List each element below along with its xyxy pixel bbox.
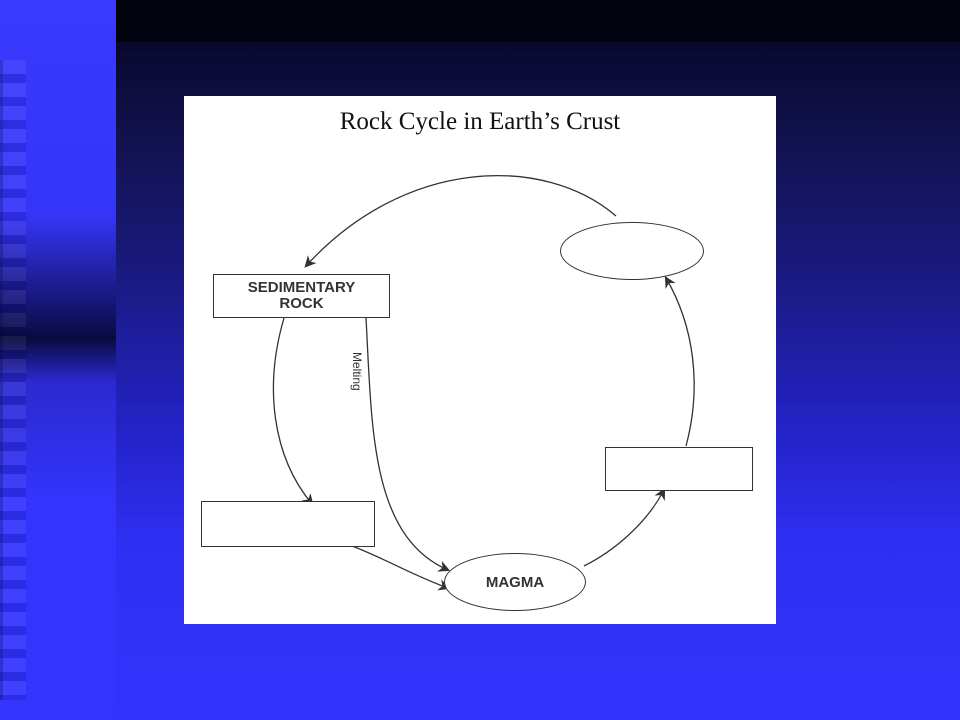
melting-label: Melting	[350, 352, 364, 391]
top-dark-bar	[116, 0, 960, 42]
left-blank-box	[201, 501, 375, 547]
arrow-left-box-to-magma	[351, 545, 451, 591]
sedimentary-rock-line1: SEDIMENTARY	[247, 279, 356, 296]
diagram-panel: Rock Cycle in Earth’s Crust SEDIMENTARY …	[184, 96, 776, 624]
sedimentary-rock-box: SEDIMENTARY ROCK	[213, 274, 390, 318]
arrow-sedimentary-to-left-box	[272, 317, 314, 506]
rock-cycle-arrows	[272, 175, 695, 591]
side-decorative-strip	[0, 0, 116, 720]
magma-ellipse: MAGMA	[444, 553, 586, 611]
arrow-top-ellipse-to-sedimentary	[304, 175, 617, 268]
right-blank-box	[605, 447, 753, 491]
arrow-magma-to-right-box	[583, 487, 666, 567]
top-right-blank-ellipse	[560, 222, 704, 280]
arrow-right-box-to-top-ellipse	[664, 275, 695, 447]
sedimentary-rock-line2: ROCK	[279, 295, 324, 312]
side-square-pattern	[0, 60, 26, 700]
magma-label: MAGMA	[485, 573, 545, 591]
diagram-title: Rock Cycle in Earth’s Crust	[339, 108, 621, 135]
arrow-melting-to-magma	[365, 317, 451, 572]
